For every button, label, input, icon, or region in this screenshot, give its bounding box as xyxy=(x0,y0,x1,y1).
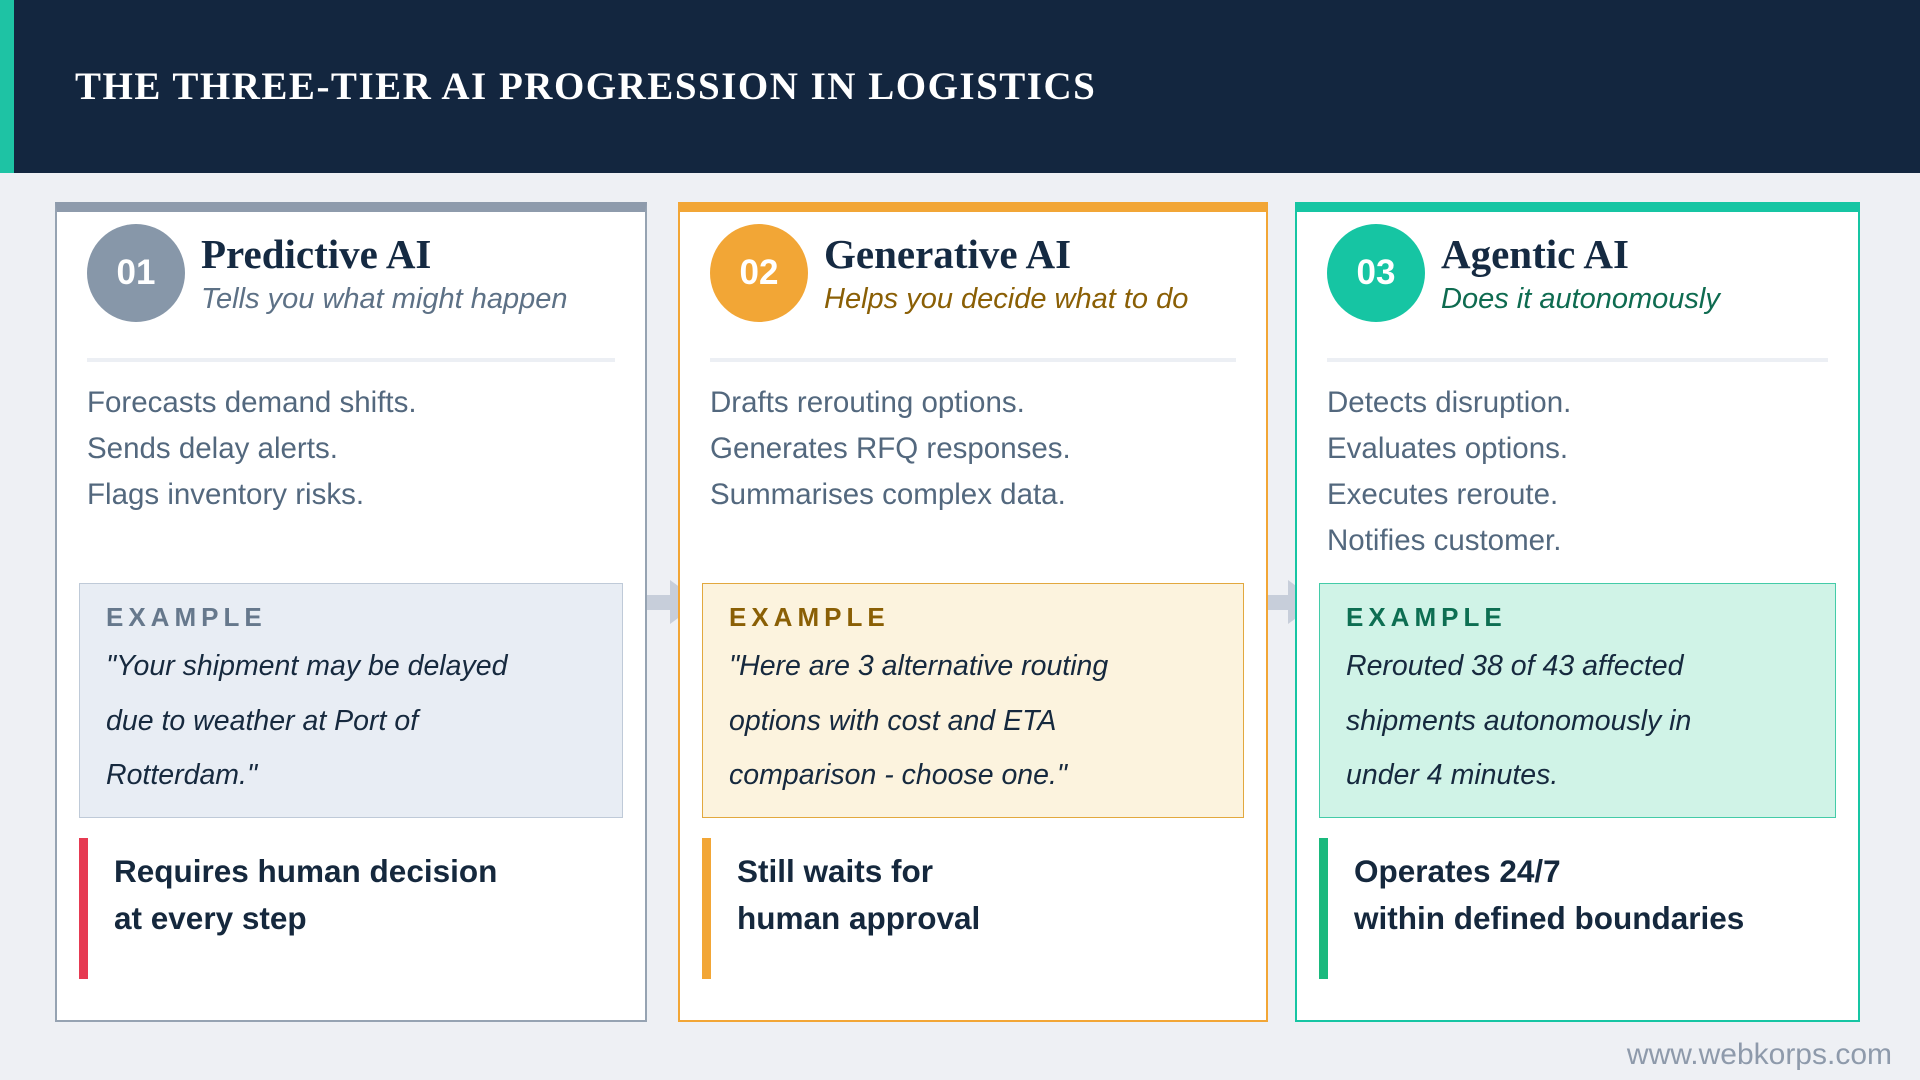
divider xyxy=(710,358,1236,362)
capabilities-list: Detects disruption. Evaluates options. E… xyxy=(1327,386,1572,558)
card-title: Agentic AI xyxy=(1441,231,1629,277)
card-header: 01 Predictive AI Tells you what might ha… xyxy=(87,224,615,322)
takeaway: Requires human decision at every step xyxy=(79,838,621,979)
divider xyxy=(1327,358,1828,362)
card-title-block: Predictive AI Tells you what might happe… xyxy=(201,230,568,316)
takeaway: Still waits for human approval xyxy=(702,838,1242,979)
card-subtitle: Helps you decide what to do xyxy=(824,283,1189,315)
step-number-badge: 02 xyxy=(710,224,808,322)
card-subtitle: Tells you what might happen xyxy=(201,283,568,315)
card-agentic-ai: 03 Agentic AI Does it autonomously Detec… xyxy=(1295,202,1860,1022)
example-text: Rerouted 38 of 43 affected shipments aut… xyxy=(1346,650,1692,792)
example-box: EXAMPLE "Your shipment may be delayed du… xyxy=(79,583,623,819)
example-label: EXAMPLE xyxy=(106,602,267,632)
card-subtitle: Does it autonomously xyxy=(1441,283,1720,315)
takeaway: Operates 24/7 within defined boundaries xyxy=(1319,838,1834,979)
example-box: EXAMPLE Rerouted 38 of 43 affected shipm… xyxy=(1319,583,1836,819)
header-banner: THE THREE-TIER AI PROGRESSION IN LOGISTI… xyxy=(0,0,1920,173)
card-title: Predictive AI xyxy=(201,231,432,277)
step-number-badge: 03 xyxy=(1327,224,1425,322)
example-text: "Your shipment may be delayed due to wea… xyxy=(106,650,508,792)
card-title-block: Generative AI Helps you decide what to d… xyxy=(824,230,1188,316)
card-header: 02 Generative AI Helps you decide what t… xyxy=(710,224,1236,322)
teal-accent-strip xyxy=(0,0,14,173)
card-generative-ai: 02 Generative AI Helps you decide what t… xyxy=(678,202,1268,1022)
example-label: EXAMPLE xyxy=(729,602,890,632)
capabilities-list: Drafts rerouting options. Generates RFQ … xyxy=(710,386,1071,512)
card-title: Generative AI xyxy=(824,231,1072,277)
step-number-badge: 01 xyxy=(87,224,185,322)
card-predictive-ai: 01 Predictive AI Tells you what might ha… xyxy=(55,202,647,1022)
card-header: 03 Agentic AI Does it autonomously xyxy=(1327,224,1828,322)
card-title-block: Agentic AI Does it autonomously xyxy=(1441,230,1720,316)
capabilities-list: Forecasts demand shifts. Sends delay ale… xyxy=(87,386,417,512)
example-box: EXAMPLE "Here are 3 alternative routing … xyxy=(702,583,1244,819)
example-text: "Here are 3 alternative routing options … xyxy=(729,650,1109,792)
example-label: EXAMPLE xyxy=(1346,602,1507,632)
divider xyxy=(87,358,615,362)
website-url: www.webkorps.com xyxy=(1626,1038,1892,1071)
page-title: THE THREE-TIER AI PROGRESSION IN LOGISTI… xyxy=(75,65,1097,108)
